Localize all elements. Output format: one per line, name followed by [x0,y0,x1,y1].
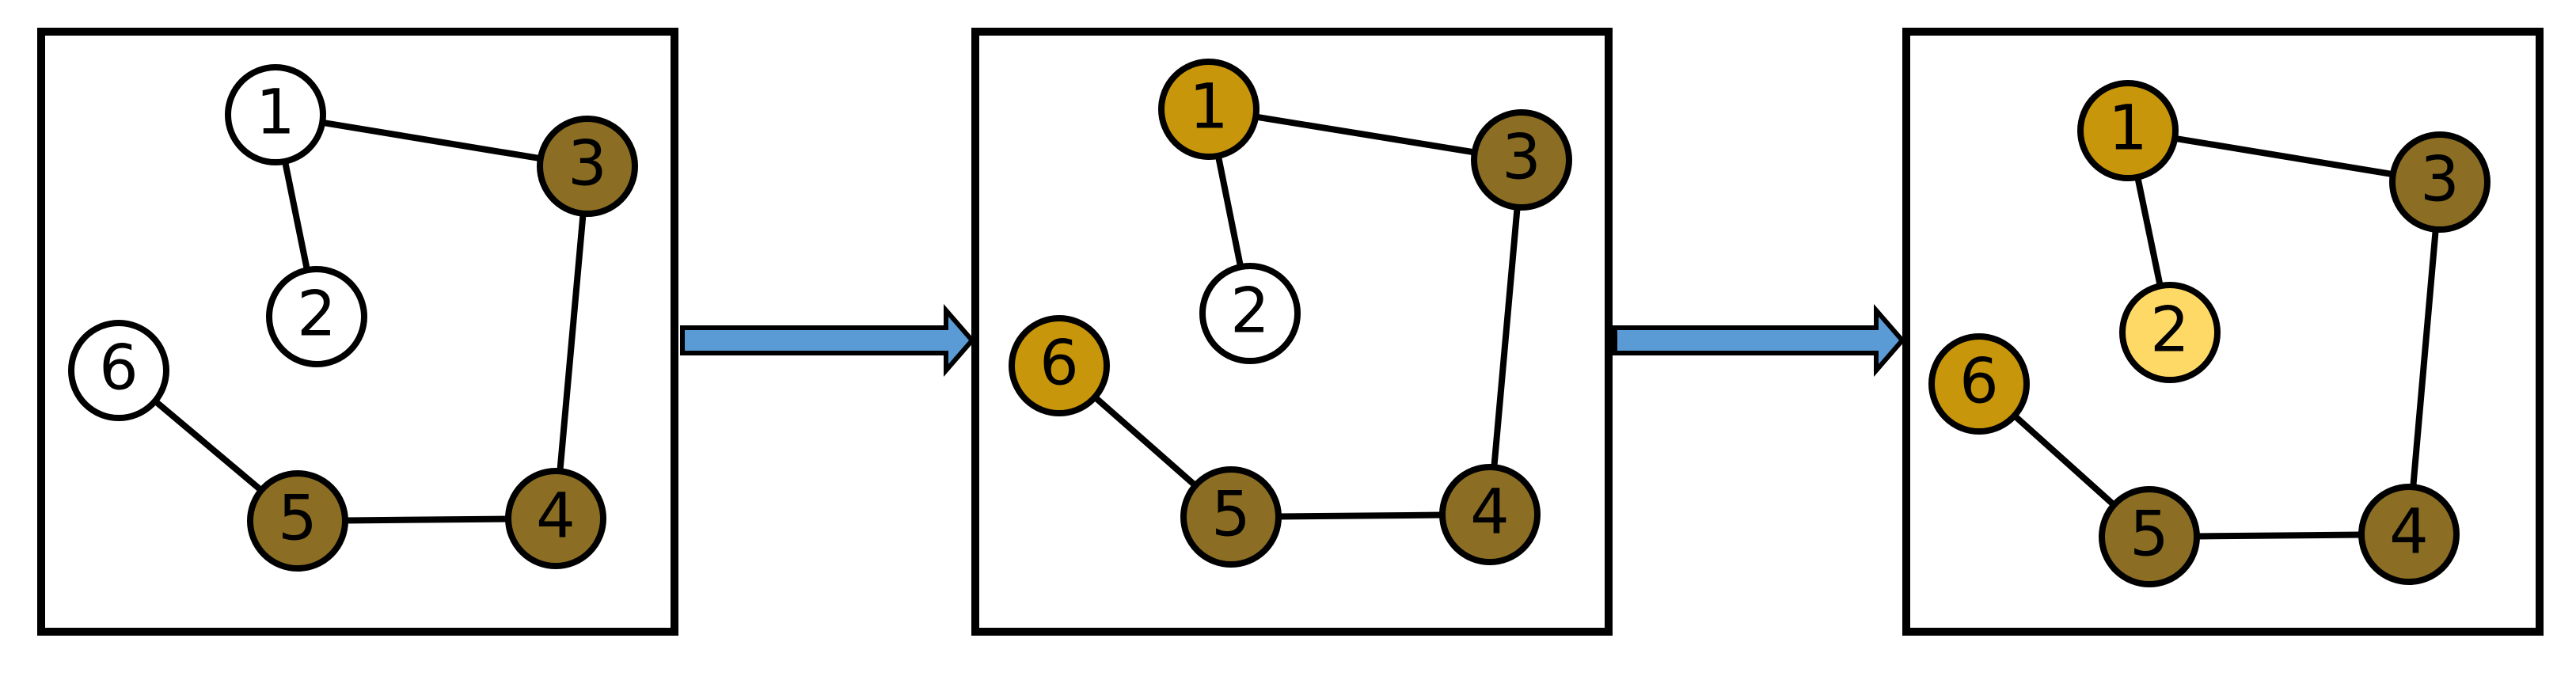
edge-1-3 [321,119,541,162]
node-6: 6 [68,320,169,421]
node-label: 1 [1189,71,1229,142]
node-3: 3 [2389,131,2491,233]
node-circle [225,64,326,165]
node-label: 4 [2389,496,2429,568]
edge-5-6 [1092,394,1198,488]
node-circle [1180,466,1282,568]
node-1: 1 [225,64,326,165]
node-label: 4 [536,481,576,552]
node-circle [2358,484,2460,585]
node-circle [247,470,348,572]
node-circle [2119,282,2221,383]
panel-1-graph: 1 2 3 4 5 6 [68,64,638,572]
node-label: 5 [2130,499,2169,570]
node-label: 2 [1230,275,1270,347]
node-label: 6 [99,332,139,404]
edge-5-6 [2012,413,2117,507]
node-5: 5 [247,470,348,572]
node-circle [537,116,638,217]
node-circle [1471,109,1572,211]
node-circle [68,320,169,421]
node-4: 4 [2358,484,2460,585]
node-circle [1928,333,2030,435]
edge-4-5 [1278,511,1443,520]
node-4: 4 [1439,464,1541,565]
edge-4-5 [344,515,509,524]
node-3: 3 [537,116,638,217]
node-label: 3 [1502,122,1541,193]
node-circle [505,468,606,569]
node-label: 5 [278,483,317,554]
node-label: 2 [297,279,336,350]
edge-5-6 [153,398,264,493]
node-label: 4 [1470,477,1510,548]
panel-2-graph: 1 2 3 4 5 6 [1009,59,1572,568]
node-label: 1 [2108,93,2148,164]
node-circle [2077,80,2179,181]
node-label: 6 [1039,328,1079,399]
node-label: 3 [568,128,607,199]
edge-1-2 [282,160,310,272]
node-circle [1009,315,1110,416]
node-circle [2389,131,2491,233]
node-circle [1439,464,1541,565]
node-label: 3 [2420,144,2460,215]
edge-3-4 [1491,207,1521,468]
node-label: 2 [2150,294,2190,366]
node-circle [1199,263,1301,364]
node-6: 6 [1009,315,1110,416]
node-1: 1 [1158,59,1260,160]
node-circle [2099,486,2200,587]
node-6: 6 [1928,333,2030,435]
edge-1-2 [1214,155,1244,268]
panel-3-graph: 1 2 3 4 5 6 [1928,80,2491,587]
node-2: 2 [2119,282,2221,383]
edge-1-2 [2134,176,2164,287]
transition-arrow-1 [680,303,975,378]
node-1: 1 [2077,80,2179,181]
edge-3-4 [2410,229,2439,488]
node-5: 5 [1180,466,1282,568]
edge-1-3 [2174,135,2394,178]
node-label: 6 [1959,346,1999,417]
node-circle [1158,59,1260,160]
edge-4-5 [2196,531,2362,540]
node-circle [266,266,367,367]
node-2: 2 [1199,263,1301,364]
node-4: 4 [505,468,606,569]
edge-3-4 [557,213,587,472]
node-label: 5 [1211,479,1251,550]
node-3: 3 [1471,109,1572,211]
node-label: 1 [256,77,295,148]
node-5: 5 [2099,486,2200,587]
transition-arrow-2 [1613,303,1905,378]
edge-1-3 [1255,113,1476,156]
node-2: 2 [266,266,367,367]
